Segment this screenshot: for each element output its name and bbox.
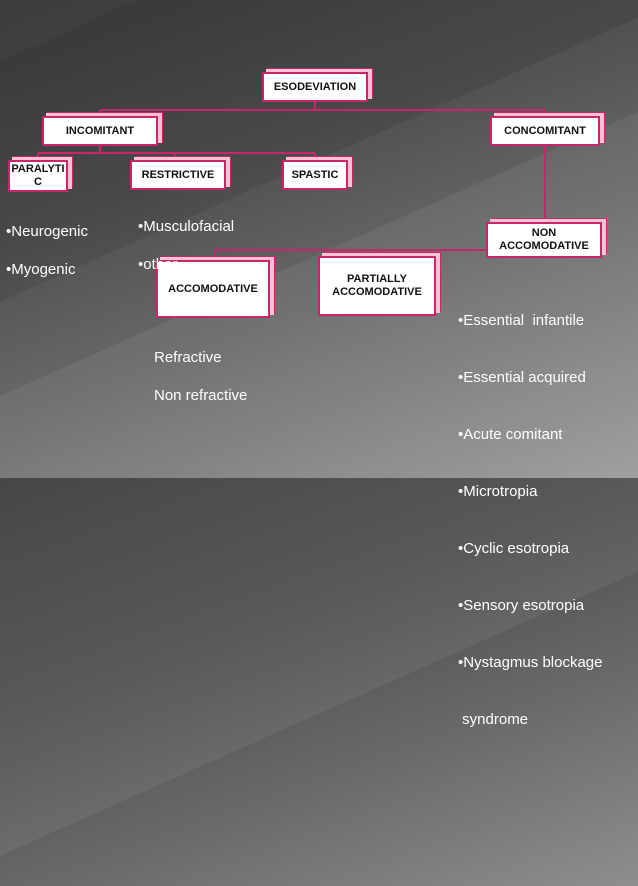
node-spastic: SPASTIC <box>282 160 348 190</box>
node-paralytic-label: PARALYTI C <box>11 163 65 188</box>
note-item: •Acute comitant <box>458 426 563 443</box>
node-partially-accomodative: PARTIALLY ACCOMODATIVE <box>318 256 436 316</box>
notes-paralytic: •Neurogenic •Myogenic <box>6 203 88 298</box>
notes-restrictive: •Musculofacial •other <box>138 198 234 293</box>
note-item: syndrome <box>458 711 529 728</box>
node-concomitant: CONCOMITANT <box>490 116 600 146</box>
node-incomitant-label: INCOMITANT <box>65 124 135 137</box>
node-accomodative: ACCOMODATIVE <box>156 260 270 318</box>
node-non-accomodative: NON ACCOMODATIVE <box>486 222 602 258</box>
note-item: •Musculofacial <box>138 218 235 235</box>
node-spastic-label: SPASTIC <box>291 168 339 181</box>
note-item: •Myogenic <box>6 261 76 278</box>
note-item: •Essential acquired <box>458 369 586 386</box>
notes-non-accomodative: •Essential infantile •Essential acquired… <box>458 273 603 748</box>
node-concomitant-label: CONCOMITANT <box>504 124 586 137</box>
note-item: •other <box>138 256 178 273</box>
note-item: •Neurogenic <box>6 223 88 240</box>
node-incomitant: INCOMITANT <box>42 116 158 146</box>
node-esodeviation-label: ESODEVIATION <box>273 80 357 93</box>
node-paralytic: PARALYTI C <box>8 160 68 192</box>
node-restrictive-label: RESTRICTIVE <box>141 168 215 181</box>
notes-accomodative: Refractive Non refractive <box>154 329 247 424</box>
node-restrictive: RESTRICTIVE <box>130 160 226 190</box>
node-esodeviation: ESODEVIATION <box>262 72 368 102</box>
note-item: •Sensory esotropia <box>458 597 585 614</box>
node-accomodative-label: ACCOMODATIVE <box>168 282 258 295</box>
note-item: •Essential infantile <box>458 312 585 329</box>
note-item: Refractive <box>154 349 222 366</box>
note-item: •Microtropia <box>458 483 538 500</box>
note-item: •Cyclic esotropia <box>458 540 570 557</box>
node-partially-accomodative-label: PARTIALLY ACCOMODATIVE <box>332 273 422 298</box>
note-item: •Nystagmus blockage <box>458 654 603 671</box>
note-item: Non refractive <box>154 387 248 404</box>
node-non-accomodative-label: NON ACCOMODATIVE <box>499 227 589 252</box>
